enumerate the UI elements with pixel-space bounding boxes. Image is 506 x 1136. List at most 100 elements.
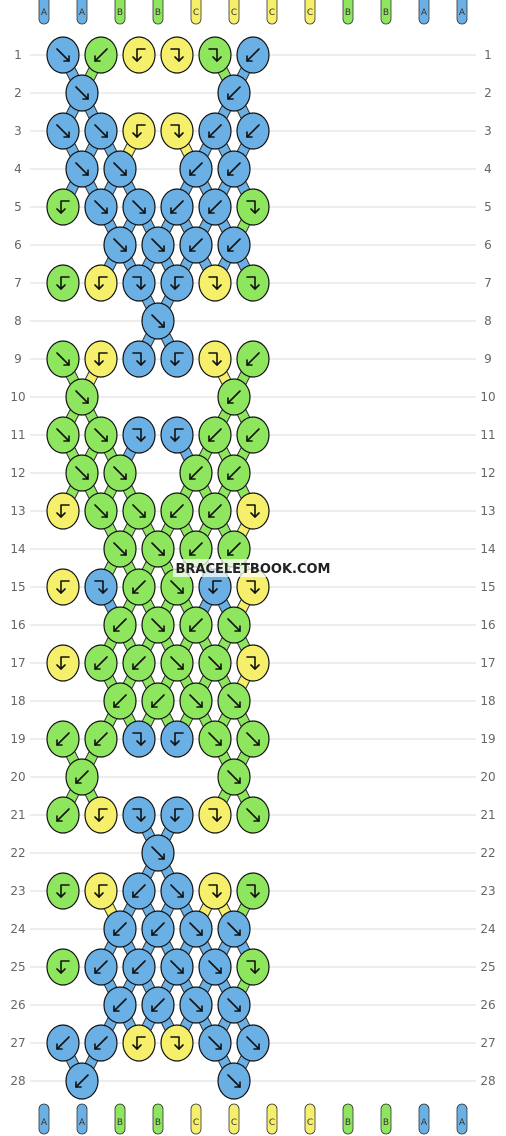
knot <box>122 948 156 986</box>
arrow-icon <box>132 352 142 366</box>
row-number-right: 16 <box>480 618 495 632</box>
row-number-right: 7 <box>484 276 492 290</box>
knot-body <box>84 568 118 606</box>
strand-label-top: B <box>345 8 351 18</box>
strand-label-bottom-tail <box>266 1103 278 1135</box>
strand-label-bottom: A <box>421 1118 428 1128</box>
knot <box>84 340 118 378</box>
arrow-icon <box>75 1074 89 1088</box>
arrow-icon <box>132 587 139 594</box>
knot-body <box>46 492 80 530</box>
knot <box>198 948 232 986</box>
knot-body <box>84 872 118 910</box>
arrow-icon <box>60 580 70 594</box>
knot <box>141 986 175 1024</box>
row-number-right: 20 <box>480 770 495 784</box>
strand-label-top: C <box>231 8 237 18</box>
knot-body <box>46 568 80 606</box>
strand-label-bottom: A <box>41 1118 48 1128</box>
arrow-icon <box>208 276 218 290</box>
arrow-icon <box>139 511 146 518</box>
strand-label-top: A <box>459 8 466 18</box>
knot <box>160 416 194 454</box>
arrow-icon <box>227 397 234 404</box>
row-number-right: 13 <box>480 504 495 518</box>
knot <box>198 1024 232 1062</box>
arrow-icon <box>63 435 70 442</box>
arrow-icon <box>60 960 70 974</box>
arrow-icon <box>101 511 108 518</box>
arrow-icon <box>234 777 241 784</box>
arrow-icon <box>94 1043 101 1050</box>
arrow-icon <box>132 56 142 62</box>
arrow-icon <box>60 504 70 518</box>
knot <box>160 340 194 378</box>
arrow-icon <box>208 207 215 214</box>
arrow-icon <box>170 511 177 518</box>
row-number-left: 1 <box>14 48 22 62</box>
knot <box>103 682 137 720</box>
knot <box>160 492 194 530</box>
arrow-icon <box>177 967 184 974</box>
arrow-icon <box>227 618 241 632</box>
knot-body <box>236 188 270 226</box>
strand-label-bottom: B <box>117 1118 123 1128</box>
arrow-icon <box>56 352 70 366</box>
arrow-icon <box>227 390 241 404</box>
row-labels-left: 1234567891011121314151617181920212223242… <box>10 48 25 1088</box>
arrow-icon <box>208 808 218 822</box>
arrow-icon <box>215 663 222 670</box>
knot <box>160 112 194 150</box>
arrow-icon <box>246 200 256 214</box>
arrow-icon <box>94 48 108 62</box>
row-number-right: 19 <box>480 732 495 746</box>
strand-label-top: A <box>421 8 428 18</box>
knot <box>103 150 137 188</box>
arrow-icon <box>174 1044 184 1050</box>
row-number-right: 17 <box>480 656 495 670</box>
arrow-icon <box>132 884 146 898</box>
row-number-left: 11 <box>10 428 25 442</box>
knot <box>198 796 232 834</box>
knot <box>198 36 232 74</box>
knot <box>84 568 118 606</box>
arrow-icon <box>212 816 222 822</box>
row-number-right: 26 <box>480 998 495 1012</box>
knot <box>46 264 80 302</box>
knot <box>46 36 80 74</box>
knot <box>160 872 194 910</box>
strand-label-bottom-tail <box>228 1103 240 1135</box>
knot <box>198 112 232 150</box>
arrow-icon <box>94 284 104 290</box>
row-number-left: 16 <box>10 618 25 632</box>
arrow-icon <box>94 580 104 594</box>
strand-label-bottom-tail <box>342 1103 354 1135</box>
knot <box>160 188 194 226</box>
arrow-icon <box>120 549 127 556</box>
arrow-icon <box>158 625 165 632</box>
strand-label-top: B <box>117 8 123 18</box>
arrow-icon <box>246 960 256 974</box>
knot <box>65 1062 99 1100</box>
arrow-icon <box>177 587 184 594</box>
knot <box>46 568 80 606</box>
knot <box>160 720 194 758</box>
strand-label-bottom: A <box>79 1118 86 1128</box>
knot-body <box>198 36 232 74</box>
arrow-icon <box>170 207 177 214</box>
arrow-icon <box>75 1081 82 1088</box>
knot <box>141 226 175 264</box>
arrow-icon <box>208 200 222 214</box>
arrow-icon <box>227 542 241 556</box>
knot <box>84 720 118 758</box>
arrow-icon <box>246 428 260 442</box>
row-labels-right: 1234567891011121314151617181920212223242… <box>480 48 495 1088</box>
arrow-icon <box>227 549 234 556</box>
arrow-icon <box>189 542 203 556</box>
knot <box>217 226 251 264</box>
knot <box>160 264 194 302</box>
watermark: BRACELETBOOK.COM <box>176 562 331 577</box>
arrow-icon <box>189 473 196 480</box>
knot <box>236 948 270 986</box>
knot <box>65 378 99 416</box>
